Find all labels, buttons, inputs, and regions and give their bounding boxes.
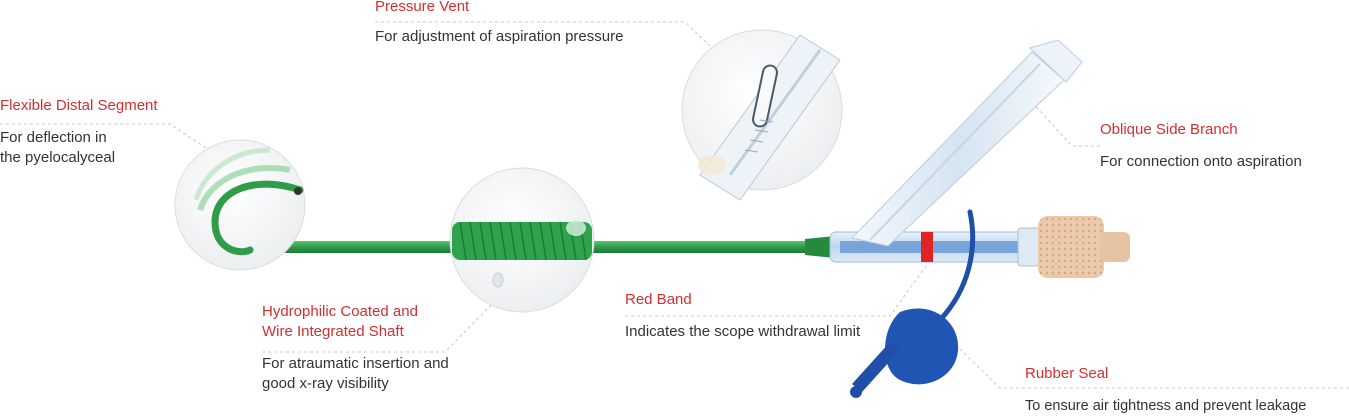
pressure-vent-description: For adjustment of aspiration pressure: [375, 28, 624, 45]
callout-pressure-vent: Pressure Vent For adjustment of aspirati…: [375, 0, 623, 47]
oblique-branch-title: Oblique Side Branch: [1100, 121, 1238, 138]
oblique-branch-description: For connection onto aspiration: [1100, 153, 1302, 170]
leader-red-band: [625, 265, 927, 317]
leader-rubber-seal: [939, 329, 1349, 389]
shaft-coating-detail: [449, 167, 595, 313]
callout-oblique-branch: Oblique Side Branch For connection onto …: [1100, 120, 1302, 172]
leader-pressure-vent: [375, 21, 713, 49]
hydrophilic-shaft-description-line-1: For atraumatic insertion and: [262, 355, 449, 372]
leader-oblique-branch: [1029, 99, 1100, 147]
pressure-vent-detail: [681, 29, 843, 201]
luer-connector: [1038, 216, 1130, 278]
flexible-distal-description-line-1: For deflection in: [0, 129, 107, 146]
oblique-side-branch: [851, 39, 1083, 247]
red-band-marker: [921, 232, 933, 262]
pressure-vent-title: Pressure Vent: [375, 0, 470, 15]
distal-segment-detail: [174, 139, 306, 271]
hydrophilic-shaft-description-line-2: good x-ray visibility: [262, 375, 389, 392]
red-band-title: Red Band: [625, 291, 692, 308]
callout-red-band: Red Band Indicates the scope withdrawal …: [625, 290, 860, 342]
rubber-seal: [850, 209, 976, 398]
rubber-seal-description: To ensure air tightness and prevent leak…: [1025, 398, 1307, 414]
callout-flexible-distal: Flexible Distal Segment For deflection i…: [0, 96, 158, 168]
leader-flexible-distal: [0, 123, 213, 153]
callout-rubber-seal: Rubber Seal To ensure air tightness and …: [1025, 364, 1306, 416]
hydrophilic-shaft-title-line-2: Wire Integrated Shaft: [262, 323, 404, 340]
rubber-seal-title: Rubber Seal: [1025, 365, 1109, 382]
flexible-distal-description-line-2: the pyelocalyceal: [0, 149, 116, 166]
flexible-distal-title: Flexible Distal Segment: [0, 97, 158, 114]
callout-hydrophilic-shaft: Hydrophilic Coated and Wire Integrated S…: [262, 302, 449, 394]
leader-hydrophilic-shaft: [262, 295, 501, 353]
red-band-description: Indicates the scope withdrawal limit: [625, 323, 861, 340]
hydrophilic-shaft-title-line-1: Hydrophilic Coated and: [262, 303, 418, 320]
leader-lines: [0, 21, 1349, 389]
